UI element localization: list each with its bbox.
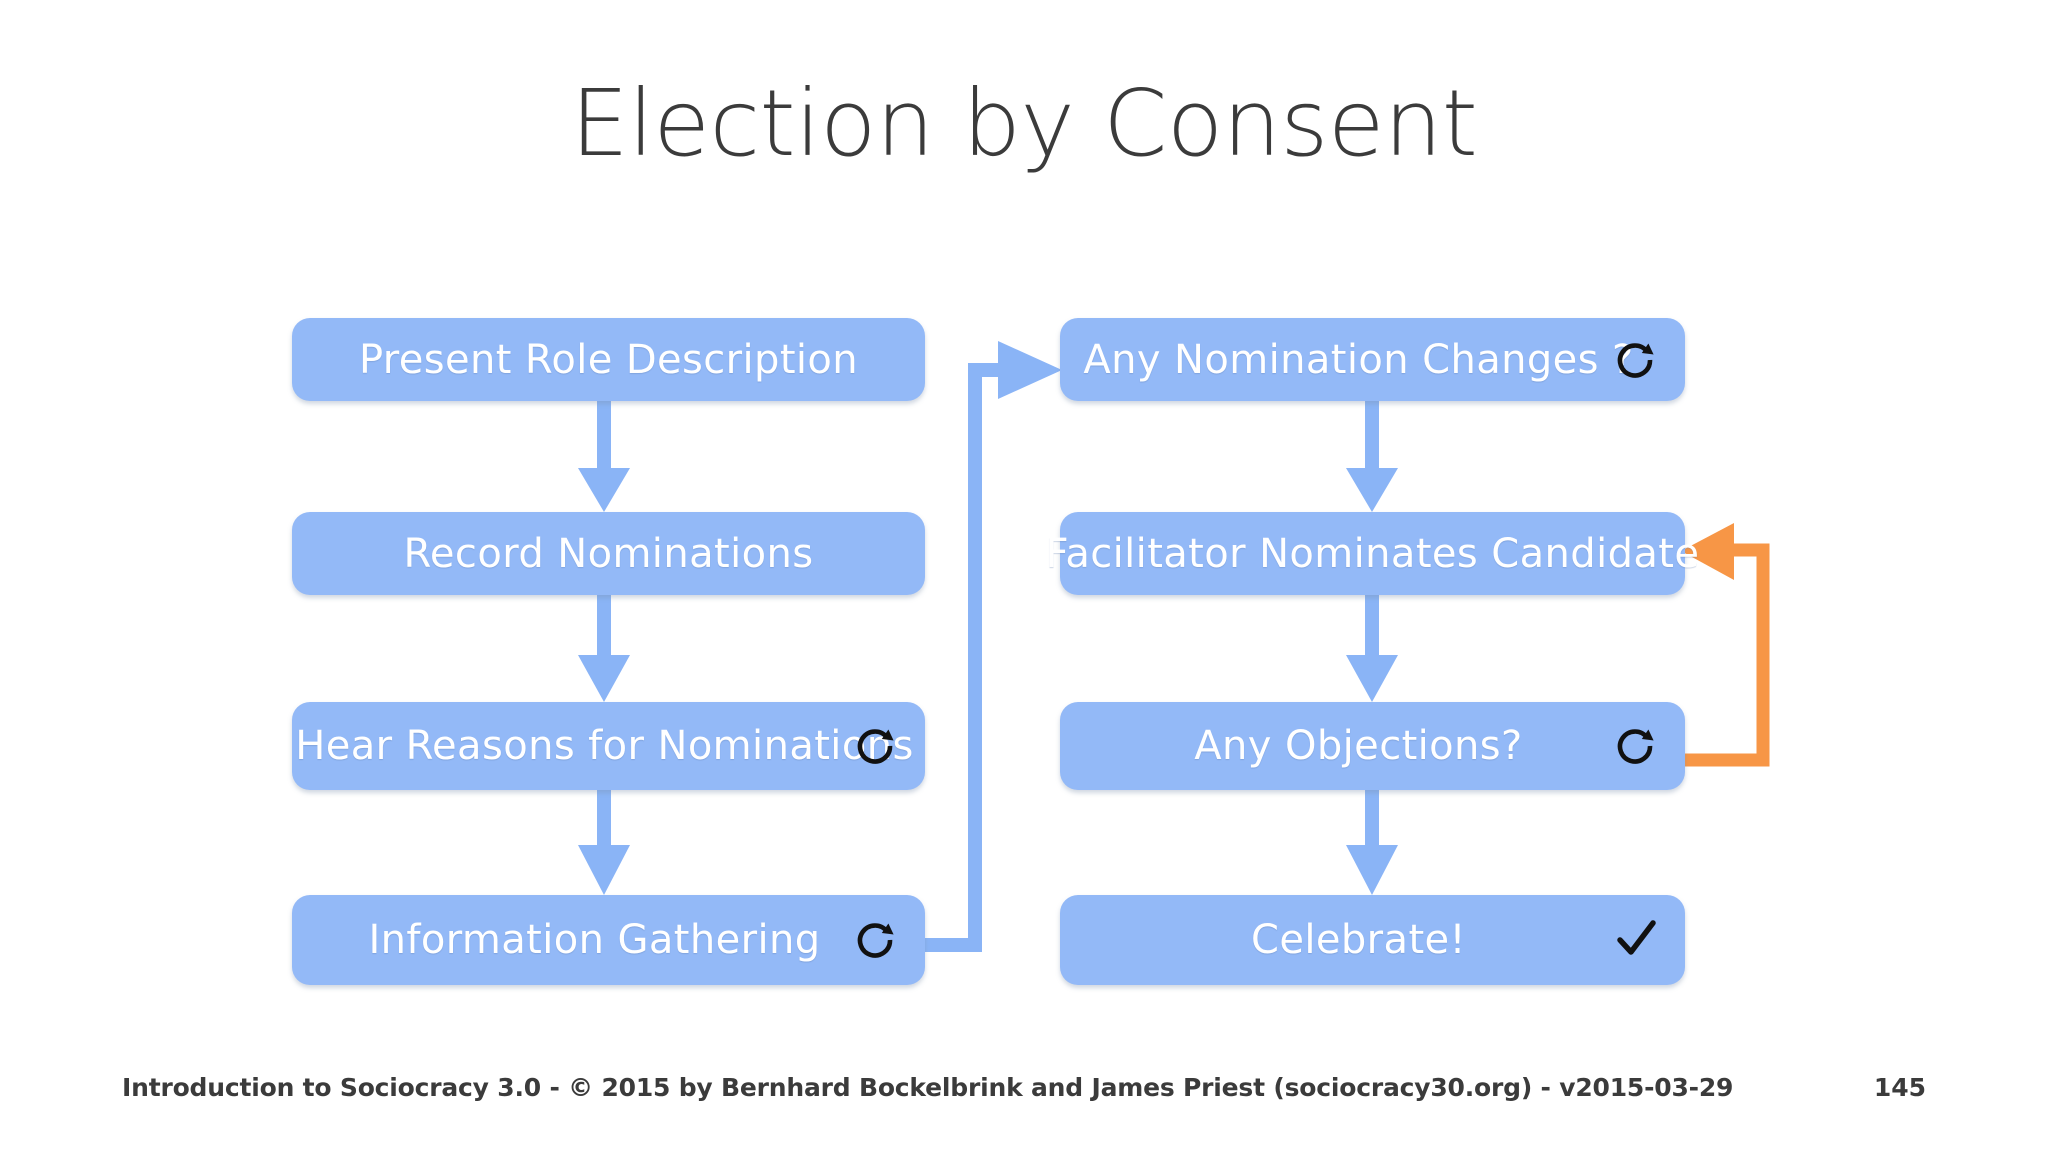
node-any-objections[interactable]: Any Objections? [1060,702,1685,790]
connector-hear-reasons-to-information [578,790,630,895]
footer-credit: Introduction to Sociocracy 3.0 - © 2015 … [122,1073,1734,1102]
connector-information-to-any-nomination-changes [925,341,1062,952]
node-label: Any Nomination Changes ? [1083,336,1634,383]
connector-any-objections-to-celebrate [1346,790,1398,895]
node-present-role-description[interactable]: Present Role Description [292,318,925,401]
connector-any-nomination-to-facilitator [1346,400,1398,512]
node-hear-reasons-for-nominations[interactable]: Hear Reasons for Nominations [292,702,925,790]
node-label: Record Nominations [403,530,814,577]
connector-present-role-to-record [578,400,630,512]
node-celebrate[interactable]: Celebrate! [1060,895,1685,985]
page-title: Election by Consent [570,70,1478,177]
node-label: Any Objections? [1194,723,1523,769]
connector-any-objections-to-facilitator-orange [1681,523,1770,767]
node-label: Hear Reasons for Nominations [295,723,914,769]
node-label: Celebrate! [1251,917,1466,963]
node-label: Information Gathering [368,917,821,963]
loop-icon [1613,723,1659,769]
node-label: Facilitator Nominates Candidate [1045,530,1700,577]
connector-facilitator-to-any-objections [1346,595,1398,702]
node-label: Present Role Description [358,336,859,383]
check-icon [1613,917,1659,963]
loop-icon [1613,337,1659,383]
page-number: 145 [1873,1073,1926,1102]
loop-icon [853,723,899,769]
node-any-nomination-changes[interactable]: Any Nomination Changes ? [1060,318,1685,401]
loop-icon [853,917,899,963]
node-record-nominations[interactable]: Record Nominations [292,512,925,595]
connector-record-to-hear-reasons [578,595,630,702]
node-information-gathering[interactable]: Information Gathering [292,895,925,985]
node-facilitator-nominates-candidate[interactable]: Facilitator Nominates Candidate [1046,512,1699,595]
